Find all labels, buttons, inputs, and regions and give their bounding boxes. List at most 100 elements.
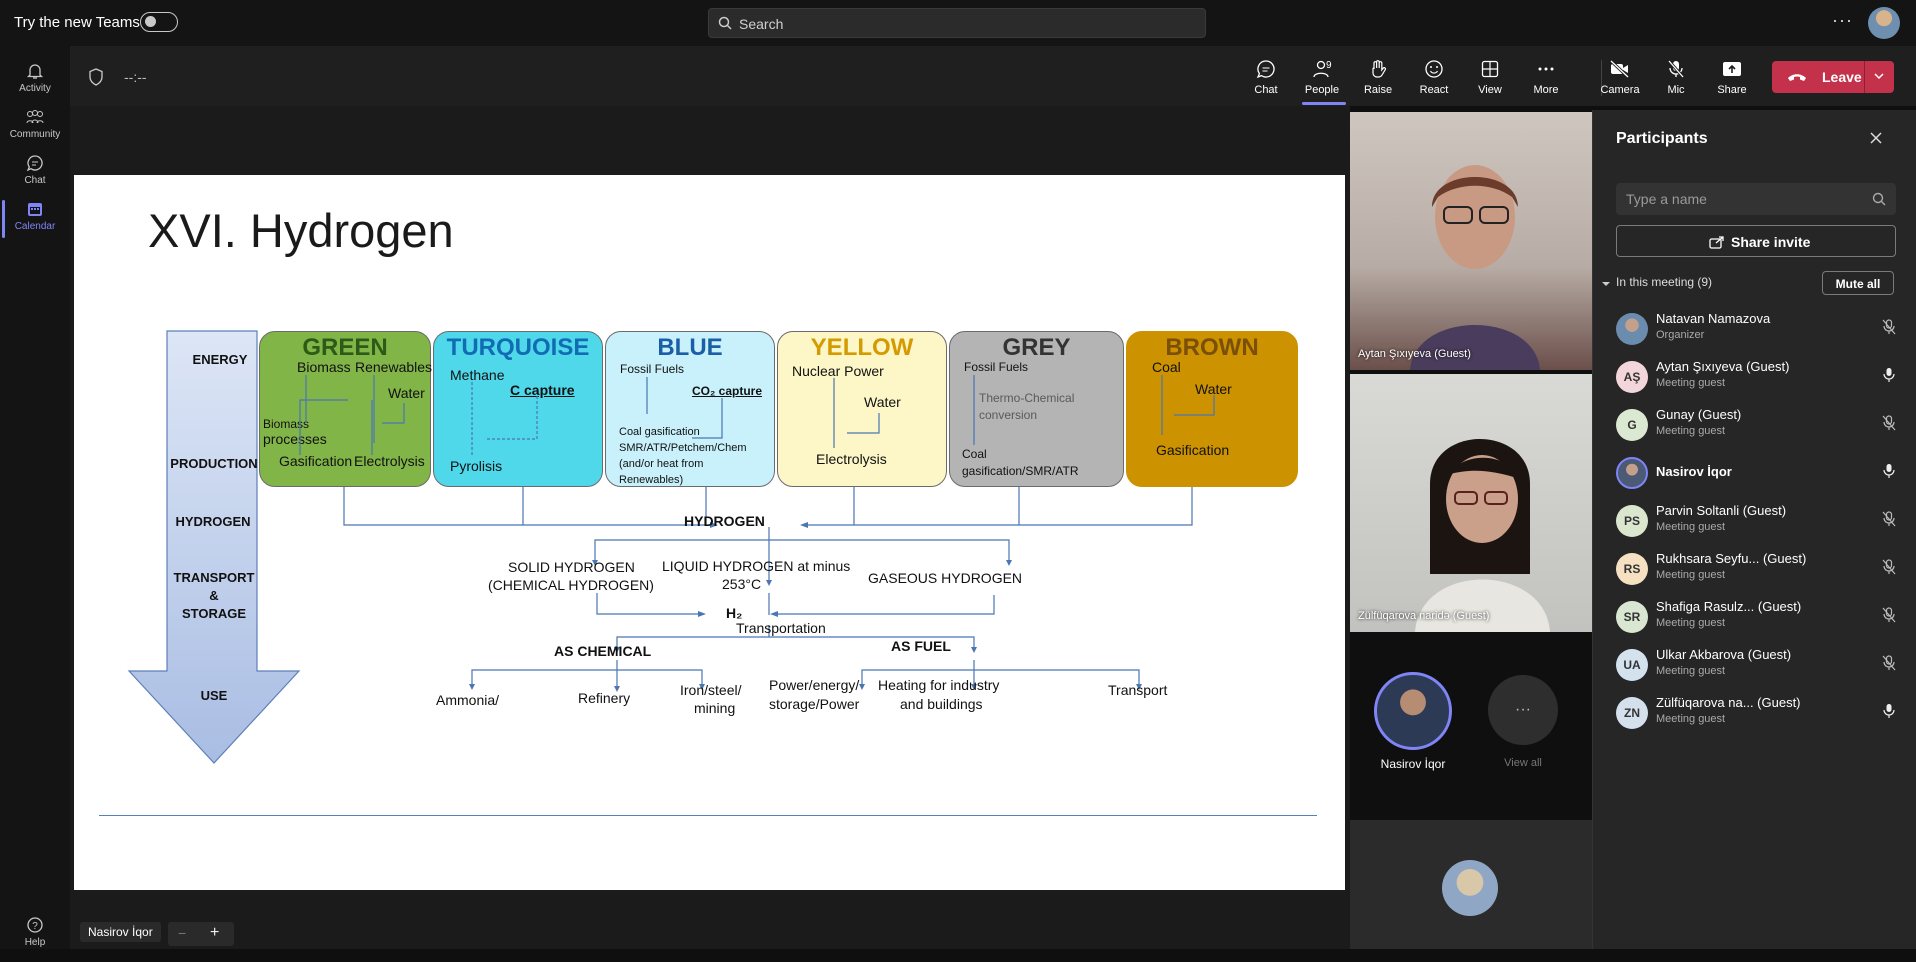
share-icon xyxy=(1709,236,1724,249)
leave-button-label: Leave xyxy=(1822,69,1862,85)
chevron-down-icon[interactable] xyxy=(1872,69,1886,83)
liquid-hydrogen: LIQUID HYDROGEN at minus xyxy=(662,558,851,574)
turq-pyrolisis: Pyrolisis xyxy=(450,458,503,474)
mute-all-button[interactable]: Mute all xyxy=(1822,271,1894,295)
video-tile-zulfuqarova[interactable]: Zülfüqarova naridə (Guest) xyxy=(1350,374,1592,632)
meeting-toolbar xyxy=(70,46,1916,106)
more-button[interactable]: More xyxy=(1520,56,1572,96)
raise-button-label: Raise xyxy=(1363,84,1393,96)
rail-item-activity[interactable]: Activity xyxy=(0,56,70,108)
green-water: Water xyxy=(388,385,425,401)
share-invite-label: Share invite xyxy=(1731,234,1811,250)
mic-button[interactable]: Mic xyxy=(1650,56,1702,96)
hydrogen-node: HYDROGEN xyxy=(684,513,765,529)
brown-water: Water xyxy=(1195,381,1232,397)
mic-off-icon[interactable] xyxy=(1882,511,1896,527)
self-avatar xyxy=(1442,860,1498,916)
close-icon[interactable] xyxy=(1868,130,1884,146)
video-tile-self[interactable] xyxy=(1350,820,1592,949)
stage-hydrogen: HYDROGEN xyxy=(175,514,251,529)
chat-button[interactable]: Chat xyxy=(1240,56,1292,96)
rail-label: Help xyxy=(24,937,46,948)
stage-energy: ENERGY xyxy=(192,352,248,367)
participant-role: Organizer xyxy=(1656,329,1705,341)
yellow-electrolysis: Electrolysis xyxy=(816,451,887,467)
help-icon: ? xyxy=(27,917,43,933)
participant-avatar: PS xyxy=(1616,505,1648,537)
participant-name: Aytan Şıxıyeva (Guest) xyxy=(1656,359,1790,374)
react-button[interactable]: React xyxy=(1408,56,1460,96)
try-new-teams-toggle[interactable] xyxy=(140,12,178,32)
participant-role: Meeting guest xyxy=(1656,569,1726,581)
chevron-down-icon[interactable] xyxy=(1601,279,1611,289)
use-refinery: Refinery xyxy=(578,690,631,706)
share-button-label: Share xyxy=(1717,84,1747,96)
view-all-icon[interactable]: ··· xyxy=(1488,675,1558,745)
leave-divider xyxy=(1864,61,1865,93)
participant-avatar: SR xyxy=(1616,601,1648,633)
column-yellow: YELLOW xyxy=(777,331,947,487)
view-button-label: View xyxy=(1478,84,1502,96)
share-button[interactable]: Share xyxy=(1706,56,1758,96)
participant-row[interactable]: Nasirov İqor xyxy=(1614,449,1904,493)
community-icon xyxy=(26,110,44,124)
raise-hand-button[interactable]: Raise xyxy=(1352,56,1404,96)
try-new-teams-label: Try the new Teams xyxy=(14,14,140,31)
rail-label: Calendar xyxy=(14,221,56,232)
toolbar-divider xyxy=(1601,60,1602,96)
slide-title: XVI. Hydrogen xyxy=(148,204,454,257)
mic-off-icon[interactable] xyxy=(1882,607,1896,623)
mic-off-icon[interactable] xyxy=(1882,655,1896,671)
rail-label: Activity xyxy=(19,83,51,94)
rail-item-help[interactable]: ? Help xyxy=(0,910,70,962)
stage-production: PRODUCTION xyxy=(170,456,258,471)
share-invite-button[interactable]: Share invite xyxy=(1616,225,1896,257)
column-title: YELLOW xyxy=(810,334,914,361)
in-meeting-header[interactable]: In this meeting (9) xyxy=(1616,275,1713,289)
people-button[interactable]: 9 People xyxy=(1296,56,1348,96)
chat-icon xyxy=(1256,60,1275,79)
shield-icon xyxy=(89,68,103,86)
more-options-icon[interactable]: ··· xyxy=(1832,10,1853,30)
presenter-avatar[interactable] xyxy=(1374,672,1452,750)
mic-icon[interactable] xyxy=(1882,703,1896,719)
mic-off-icon[interactable] xyxy=(1882,559,1896,575)
view-button[interactable]: View xyxy=(1464,56,1516,96)
stage-storage: STORAGE xyxy=(181,606,247,621)
blue-fossil-fuels: Fossil Fuels xyxy=(620,362,685,376)
react-button-label: React xyxy=(1419,84,1449,96)
mic-icon[interactable] xyxy=(1882,463,1896,479)
column-brown: BROWN xyxy=(1126,331,1298,487)
mic-off-icon[interactable] xyxy=(1882,415,1896,431)
view-all-label[interactable]: View all xyxy=(1504,757,1542,769)
yellow-water: Water xyxy=(864,394,901,410)
rail-item-calendar[interactable]: Calendar xyxy=(0,194,70,246)
mic-off-icon[interactable] xyxy=(1882,319,1896,335)
video-tile-aytan[interactable]: Aytan Şıxıyeva (Guest) xyxy=(1350,112,1592,370)
use-transport: Transport xyxy=(1108,682,1168,698)
rail-item-chat[interactable]: Chat xyxy=(0,148,70,200)
h2-node: H₂ xyxy=(726,605,743,621)
participant-search-input[interactable]: Type a name xyxy=(1616,183,1896,215)
user-avatar[interactable] xyxy=(1868,7,1900,39)
zoom-controls: − + xyxy=(168,922,234,946)
rail-item-community[interactable]: Community xyxy=(0,102,70,154)
search-input[interactable]: Search xyxy=(708,8,1206,38)
zoom-in-button[interactable]: + xyxy=(210,924,220,941)
flow-connectors xyxy=(299,375,1215,692)
rail-label: Community xyxy=(9,129,61,140)
leave-button[interactable]: Leave xyxy=(1772,61,1894,93)
zoom-out-button[interactable]: − xyxy=(178,925,187,941)
mic-icon[interactable] xyxy=(1882,367,1896,383)
participant-avatar xyxy=(1616,457,1648,489)
camera-button[interactable]: Camera xyxy=(1594,56,1646,96)
grey-thermo: Thermo-Chemical xyxy=(979,391,1075,405)
